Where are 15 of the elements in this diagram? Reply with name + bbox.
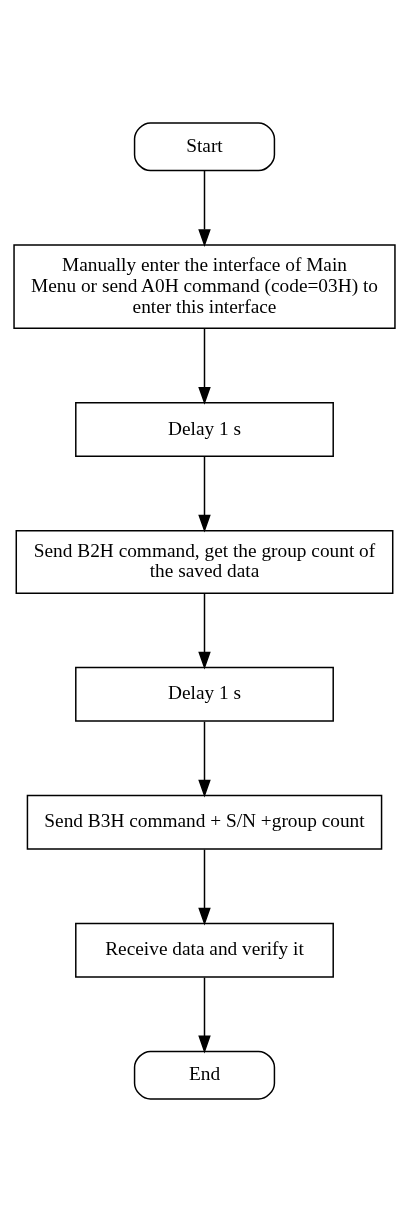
node-box: Start bbox=[133, 121, 276, 171]
arrow bbox=[198, 848, 211, 926]
node-box: Send B3H command + S/N +group count bbox=[26, 794, 383, 850]
node-box: Receive data and verify it bbox=[75, 922, 334, 978]
node-box: End bbox=[133, 1050, 276, 1100]
node-box: Send B2H command, get the group count of the saved data bbox=[15, 529, 394, 594]
arrow bbox=[198, 169, 211, 247]
arrow bbox=[198, 976, 211, 1053]
arrow bbox=[198, 592, 211, 670]
arrow bbox=[198, 327, 211, 405]
arrow bbox=[198, 455, 211, 533]
node-box: Manually enter the interface of Main Menu or send A0H command (code=03H) to enter this interface bbox=[13, 243, 396, 329]
arrow bbox=[198, 720, 211, 798]
node-box: Delay 1 s bbox=[75, 666, 334, 722]
node-box: Delay 1 s bbox=[75, 401, 334, 457]
